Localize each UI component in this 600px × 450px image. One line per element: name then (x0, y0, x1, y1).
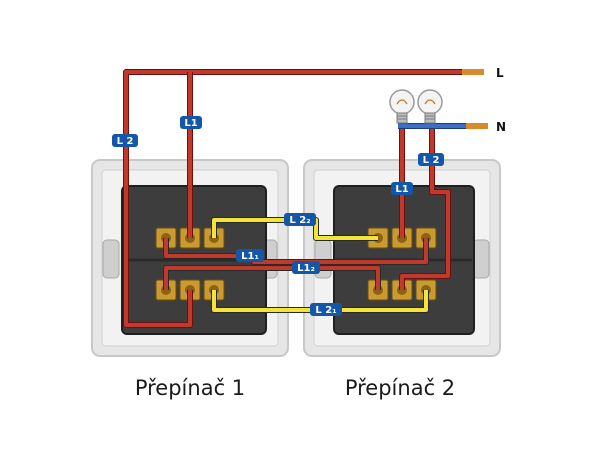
svg-text:L 2: L 2 (423, 155, 440, 166)
wire-tag-l2-right: L 2 (418, 153, 444, 166)
wire-tag-l2-1: L 2₁ (310, 303, 342, 316)
wire-tag-l1-1: L1₁ (236, 249, 264, 262)
neutral-wire (398, 123, 488, 129)
svg-text:L 2: L 2 (117, 136, 134, 147)
svg-text:L1₂: L1₂ (297, 263, 315, 274)
light-bulb-icon (389, 89, 415, 124)
wire-tag-l1-2: L1₂ (292, 261, 320, 274)
wire-l2-right (400, 122, 450, 290)
wire-tag-l2-2: L 2₂ (284, 213, 316, 226)
wire-tag-l1-right: L1 (391, 182, 413, 195)
live-wires (123, 69, 484, 328)
svg-text:L1: L1 (395, 184, 408, 195)
svg-text:L 2₁: L 2₁ (315, 305, 336, 316)
svg-text:L1₁: L1₁ (241, 251, 259, 262)
switch-1-caption: Přepínač 1 (134, 376, 246, 400)
svg-text:L 2₂: L 2₂ (289, 215, 310, 226)
light-bulb-icon (417, 89, 443, 124)
wire-tag-l1-left: L1 (180, 116, 202, 129)
wire-tag-l2-left: L 2 (112, 134, 138, 147)
terminal-n-label: N (496, 120, 506, 134)
wire-l-main (124, 70, 470, 327)
svg-text:L1: L1 (184, 118, 197, 129)
terminal-l-label: L (496, 66, 504, 80)
switch-2-caption: Přepínač 2 (344, 376, 456, 400)
